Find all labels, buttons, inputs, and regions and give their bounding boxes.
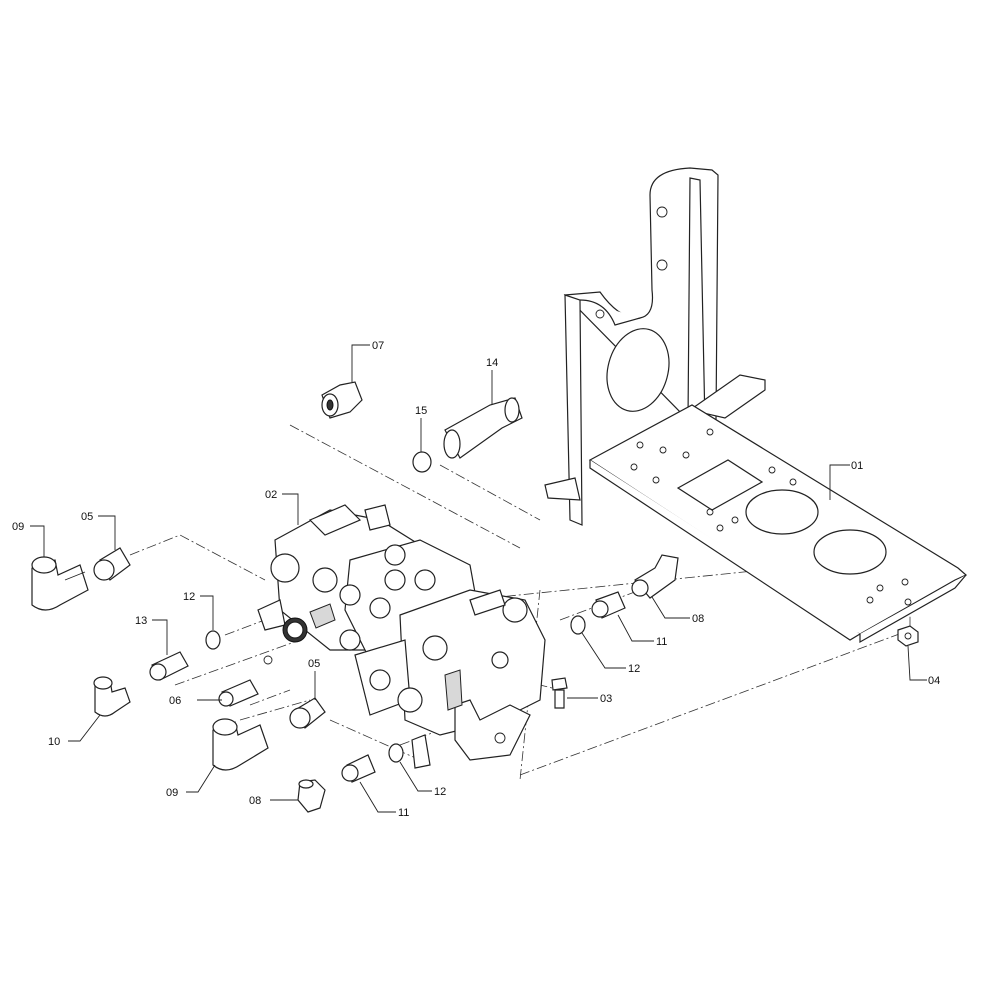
leader-lines bbox=[30, 344, 927, 813]
callout-12-left: 12 bbox=[183, 591, 195, 603]
callout-09-upper: 09 bbox=[12, 521, 24, 533]
callout-03: 03 bbox=[600, 693, 612, 705]
callout-13: 13 bbox=[135, 615, 147, 627]
callout-04: 04 bbox=[928, 675, 940, 687]
callout-05-upper: 05 bbox=[81, 511, 93, 523]
nipple-part-11-lower[interactable] bbox=[341, 754, 376, 783]
callout-07: 07 bbox=[372, 340, 384, 352]
callout-15: 15 bbox=[415, 405, 427, 417]
o-ring-part-12-right[interactable] bbox=[570, 615, 586, 635]
nipple-part-13[interactable] bbox=[149, 651, 189, 681]
elbow-part-08-lower[interactable] bbox=[297, 779, 326, 813]
callout-02: 02 bbox=[265, 489, 277, 501]
callout-09-lower: 09 bbox=[166, 787, 178, 799]
callout-14: 14 bbox=[486, 357, 498, 369]
adapter-part-05-upper[interactable] bbox=[93, 547, 131, 581]
valve-block-part-02[interactable] bbox=[257, 504, 546, 769]
callout-labels: 01 02 03 04 05 05 06 07 08 08 09 09 10 1… bbox=[12, 340, 940, 819]
callout-08-lower: 08 bbox=[249, 795, 261, 807]
callout-06: 06 bbox=[169, 695, 181, 707]
callout-11-lower: 11 bbox=[398, 807, 409, 819]
bolt-part-03[interactable] bbox=[551, 677, 568, 709]
callout-12-right: 12 bbox=[628, 663, 640, 675]
extension-part-14[interactable] bbox=[443, 397, 523, 459]
callout-05-lower: 05 bbox=[308, 658, 320, 670]
o-ring-part-12-left[interactable] bbox=[205, 630, 221, 650]
bracket-part-01[interactable] bbox=[544, 167, 968, 644]
elbow-part-09-lower[interactable] bbox=[212, 718, 269, 771]
o-ring-part-15[interactable] bbox=[412, 451, 432, 473]
fitting-part-06[interactable] bbox=[218, 679, 259, 707]
callout-12-lower: 12 bbox=[434, 786, 446, 798]
nut-part-04[interactable] bbox=[897, 625, 919, 647]
elbow-part-08-right[interactable] bbox=[631, 554, 679, 599]
adapter-part-05-lower[interactable] bbox=[289, 697, 326, 729]
callout-10: 10 bbox=[48, 736, 60, 748]
nipple-part-11-right[interactable] bbox=[591, 591, 626, 619]
callout-01: 01 bbox=[851, 460, 863, 472]
o-ring-part-12-lower[interactable] bbox=[388, 743, 404, 763]
callout-08-right: 08 bbox=[692, 613, 704, 625]
plug-part-07[interactable] bbox=[321, 381, 363, 419]
elbow-part-09-upper[interactable] bbox=[31, 556, 89, 611]
callout-11-right: 11 bbox=[656, 636, 667, 648]
elbow-part-10[interactable] bbox=[93, 676, 131, 717]
